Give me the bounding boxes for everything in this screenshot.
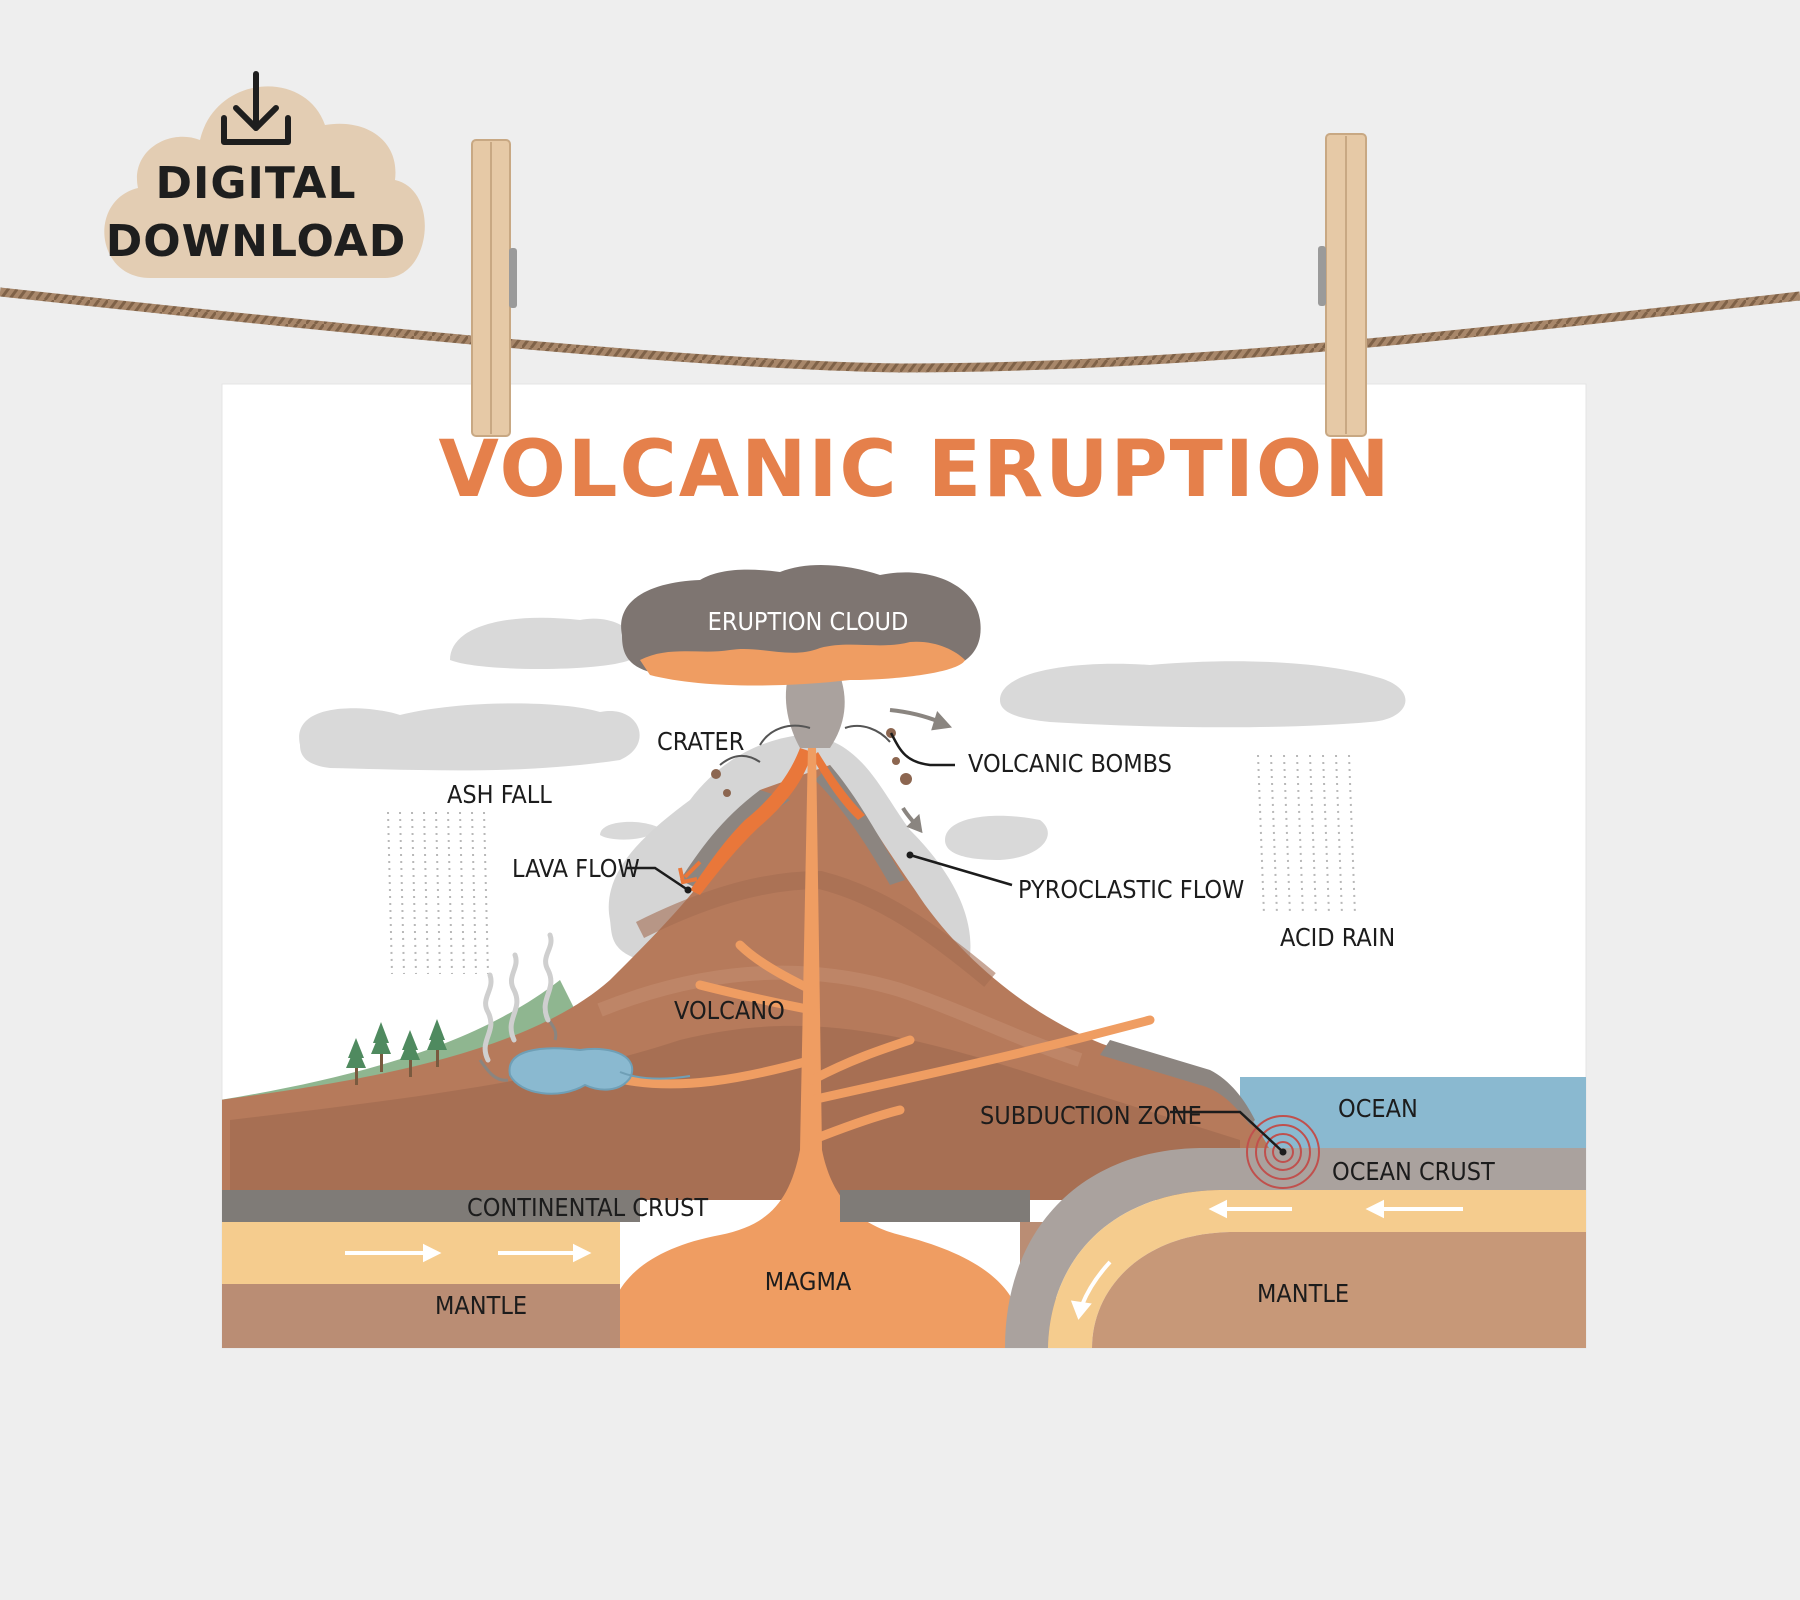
label-lava-flow: LAVA FLOW xyxy=(512,854,640,883)
badge-line-2: DOWNLOAD xyxy=(106,216,407,267)
label-volcanic-bombs: VOLCANIC BOMBS xyxy=(968,749,1172,778)
label-ash-fall: ASH FALL xyxy=(447,780,552,809)
mantle-flow-arrows xyxy=(345,1199,1463,1320)
acid-rain-dots xyxy=(1257,754,1356,916)
motion-arrows xyxy=(889,708,953,834)
magma-conduit xyxy=(800,745,822,1150)
grey-clouds xyxy=(299,617,1406,860)
poster-title: VOLCANIC ERUPTION xyxy=(439,425,1392,515)
magma-chamber xyxy=(608,1150,1022,1348)
eruption-column xyxy=(785,670,845,748)
clothespin-left xyxy=(471,139,517,437)
lava-flow xyxy=(690,748,812,895)
continental-crust xyxy=(222,1190,640,1222)
label-volcano: VOLCANO xyxy=(674,996,785,1025)
volcano-diagram: VOLCANIC ERUPTION ERUPTION CLOUD CRATER … xyxy=(222,425,1586,1348)
label-ocean: OCEAN xyxy=(1338,1094,1418,1123)
label-continental-crust: CONTINENTAL CRUST xyxy=(467,1193,708,1222)
badge-line-1: DIGITAL xyxy=(155,158,356,209)
label-mantle-left: MANTLE xyxy=(435,1291,527,1320)
label-mantle-right: MANTLE xyxy=(1257,1279,1349,1308)
label-crater: CRATER xyxy=(657,727,744,756)
lake xyxy=(508,1047,633,1095)
earthquake-rings xyxy=(1246,1115,1320,1189)
mantle-lower-left xyxy=(222,1284,620,1348)
label-pyroclastic-flow: PYROCLASTIC FLOW xyxy=(1018,875,1244,904)
subducting-plate xyxy=(1005,1148,1586,1348)
steam-vents xyxy=(482,932,554,1063)
download-icon xyxy=(221,71,291,145)
label-subduction-zone: SUBDUCTION ZONE xyxy=(980,1101,1202,1130)
lava-arrow xyxy=(678,860,702,885)
ocean-water xyxy=(1240,1077,1586,1152)
label-eruption-cloud: ERUPTION CLOUD xyxy=(708,607,909,636)
digital-download-badge[interactable]: DIGITAL DOWNLOAD xyxy=(104,71,425,278)
label-ocean-crust: OCEAN CRUST xyxy=(1332,1157,1495,1186)
clothesline-rope xyxy=(0,287,1800,373)
label-acid-rain: ACID RAIN xyxy=(1280,923,1395,952)
label-magma: MAGMA xyxy=(765,1267,852,1296)
clothespin-right xyxy=(1318,133,1367,437)
trees xyxy=(346,1019,447,1085)
